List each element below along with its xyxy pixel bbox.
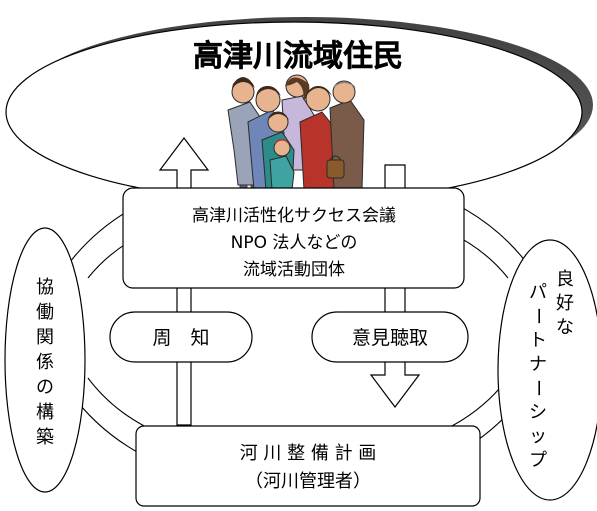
top-box [122,187,465,289]
partnership-oval [497,239,597,501]
awareness-pill-group: 周 知 [109,311,253,363]
partnership-col2-char-2: ー [527,307,548,325]
collaboration-oval [4,227,86,493]
partnership-col2-char-1: パ [529,282,547,303]
partnership-col1-char-1: 良 [556,269,574,290]
partnership-col2-char-7: ッ [529,426,547,447]
partnership-oval-group: 良 好 な パ ー ト ナ ー シ ッ プ [497,239,597,501]
collaboration-char-7: 築 [36,427,54,448]
collaboration-char-2: 働 [36,302,54,323]
bottom-box [135,425,481,507]
top-box-line2: NPO 法人などの [231,233,358,253]
partnership-col2-char-6: シ [529,402,547,423]
bottom-plan-box: 河 川 整 備 計 画 （河川管理者） [135,425,481,507]
top-box-line3: 流域活動団体 [243,260,345,280]
people-illustration [227,74,365,208]
top-box-line1: 高津川活性化サクセス会議 [192,206,396,226]
bag-icon [326,159,345,179]
hearing-pill-group: 意見聴取 [311,311,469,363]
partnership-col2-char-5: ー [527,379,548,397]
collaboration-oval-group: 協 働 関 係 の 構 築 [4,227,86,493]
hearing-label: 意見聴取 [352,327,428,349]
collaboration-char-4: 係 [36,352,54,373]
awareness-label: 周 知 [152,327,209,349]
hearing-pill [311,311,469,363]
collaboration-char-3: 関 [36,327,54,348]
top-organization-box: 高津川活性化サクセス会議 NPO 法人などの 流域活動団体 [122,187,465,289]
collaboration-char-6: 構 [36,402,54,423]
partnership-col1-char-2: 好 [556,293,574,314]
bottom-box-line1: 河 川 整 備 計 画 [240,443,377,464]
collaboration-char-5: の [36,377,54,398]
bottom-box-line2: （河川管理者） [245,471,371,492]
residents-title: 高津川流域住民 [193,39,403,74]
collaboration-char-1: 協 [36,277,54,298]
person-brown-right [326,80,365,191]
partnership-col2-char-8: プ [529,450,547,471]
person-teal-child [269,139,295,191]
partnership-col2-char-3: ト [529,330,547,351]
awareness-pill [109,311,253,363]
partnership-col1-char-3: な [556,317,574,338]
partnership-col2-char-4: ナ [529,354,547,375]
